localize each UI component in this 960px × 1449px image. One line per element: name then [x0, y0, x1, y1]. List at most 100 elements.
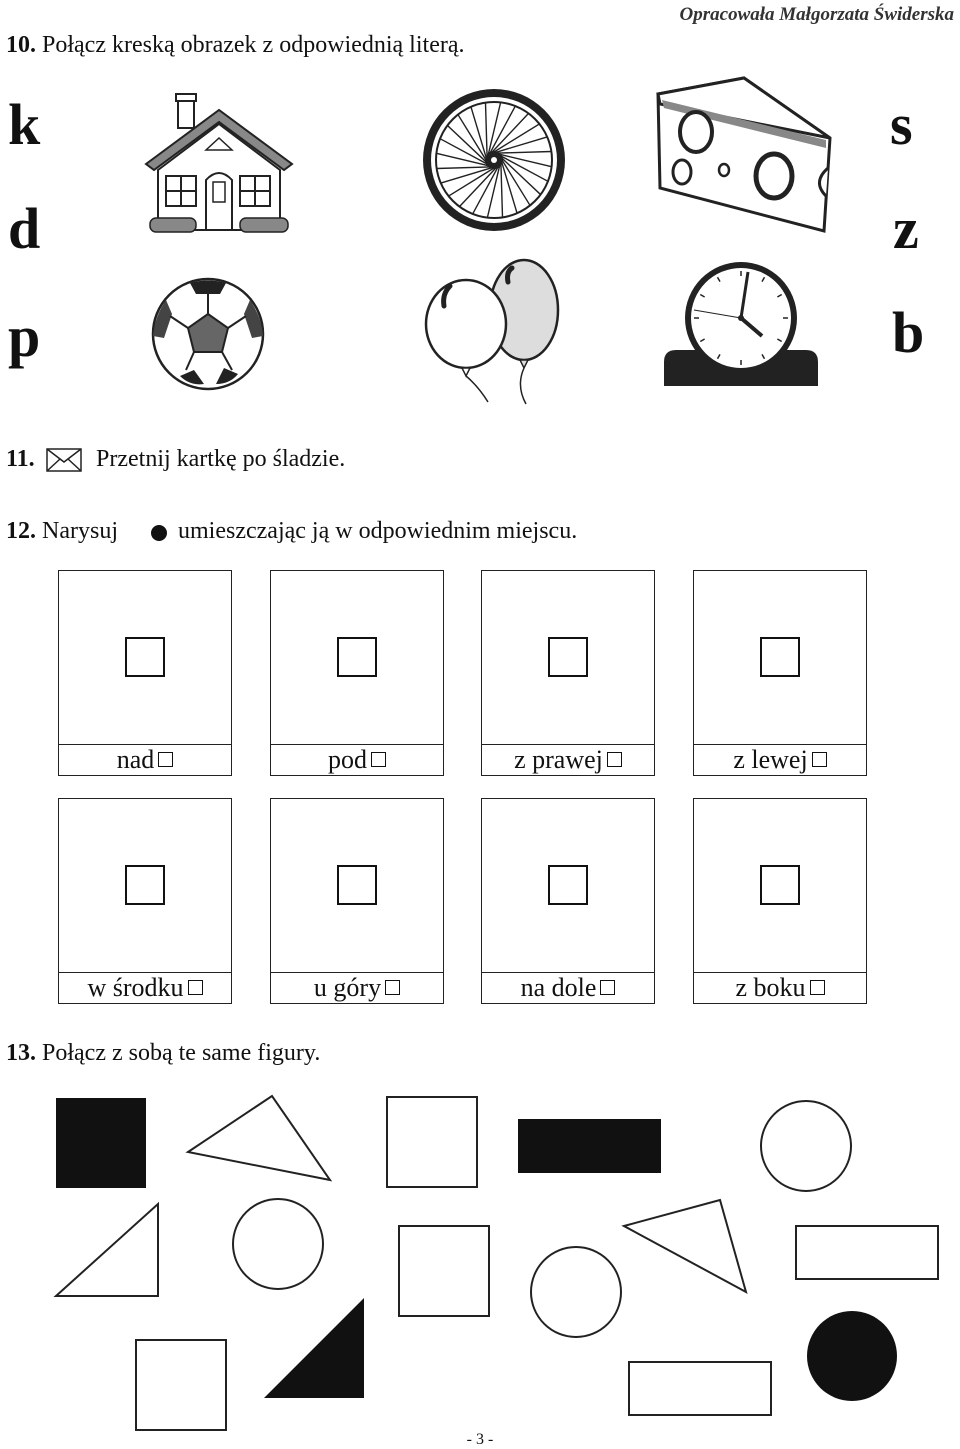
- shape-circle[interactable]: [760, 1100, 852, 1192]
- shape-rectangle[interactable]: [795, 1225, 939, 1280]
- card-na-dole[interactable]: na dole: [481, 798, 655, 1004]
- shape-triangle[interactable]: [621, 1198, 748, 1295]
- wheel-spoke: [458, 167, 497, 208]
- balloons-icon: [424, 258, 560, 405]
- clock-tick: [761, 353, 766, 360]
- shape-black-rectangle[interactable]: [518, 1119, 661, 1173]
- wheel-spoke: [501, 157, 542, 196]
- card-label: na dole: [482, 972, 654, 1003]
- small-square-icon: [606, 752, 622, 767]
- clock-tick: [716, 276, 721, 283]
- wheel-spoke: [499, 153, 552, 168]
- card-label: w środku: [59, 972, 231, 1003]
- shape-black-circle[interactable]: [807, 1311, 897, 1401]
- task-12: 12. Narysuj: [6, 518, 118, 545]
- wheel-spoke: [436, 152, 489, 167]
- letter-right-2: z: [893, 196, 919, 261]
- card-z-prawej[interactable]: z prawej: [481, 570, 655, 776]
- scissors-icon: [46, 448, 82, 472]
- wheel-spoke: [489, 105, 516, 154]
- square-box: [337, 865, 377, 905]
- square-box: [548, 865, 588, 905]
- wheel-spoke: [500, 155, 549, 182]
- card-pod[interactable]: pod: [270, 570, 444, 776]
- wheel-spoke: [500, 163, 504, 218]
- wheel-spoke: [436, 166, 491, 170]
- wheel-spoke: [448, 167, 495, 197]
- author-credit: Opracowała Małgorzata Świderska: [679, 4, 954, 25]
- wheel-spoke: [486, 165, 501, 218]
- card-z-boku[interactable]: z boku: [693, 798, 867, 1004]
- shape-triangle[interactable]: [185, 1094, 333, 1182]
- square-box: [125, 637, 165, 677]
- task-text: Połącz kreską obrazek z odpowiednią lite…: [42, 32, 465, 58]
- card-label: nad: [59, 744, 231, 775]
- wheel-spoke: [440, 167, 493, 184]
- small-square-icon: [187, 980, 203, 995]
- wheel-spoke: [484, 102, 488, 157]
- task-12-text: umieszczając ją w odpowiednim miejscu.: [178, 518, 578, 544]
- small-square-icon: [158, 752, 174, 767]
- wheel-spoke: [446, 124, 487, 163]
- shape-square[interactable]: [386, 1096, 478, 1188]
- clock-tick: [699, 338, 706, 343]
- wheel-spoke: [457, 114, 487, 161]
- clock-tick: [699, 293, 706, 298]
- wheel-spoke: [493, 123, 540, 153]
- card-label: z boku: [694, 972, 866, 1003]
- small-square-icon: [811, 752, 827, 767]
- small-square-icon: [385, 980, 401, 995]
- clock-tick: [716, 353, 721, 360]
- task-text: Połącz z sobą te same figury.: [42, 1040, 321, 1066]
- wheel-spoke: [497, 150, 552, 154]
- filled-circle-icon: [151, 525, 167, 541]
- task-number: 11.: [6, 446, 35, 472]
- card-label: z prawej: [482, 744, 654, 775]
- small-square-icon: [809, 980, 825, 995]
- task-10: 10. Połącz kreską obrazek z odpowiednią …: [6, 32, 464, 59]
- ball-icon: [151, 277, 265, 391]
- square-box: [337, 637, 377, 677]
- letter-right-1: s: [890, 92, 913, 157]
- card-label: pod: [271, 744, 443, 775]
- shape-black-right-triangle[interactable]: [264, 1298, 364, 1398]
- letter-left-3: p: [8, 304, 41, 369]
- shape-circle[interactable]: [232, 1198, 324, 1290]
- clock-tick: [761, 276, 766, 283]
- house-icon: [144, 93, 294, 233]
- letter-right-3: b: [892, 300, 925, 365]
- shape-square[interactable]: [398, 1225, 490, 1317]
- wheel-spoke: [439, 138, 488, 165]
- task-number: 13.: [6, 1040, 36, 1066]
- shape-rectangle[interactable]: [628, 1361, 772, 1416]
- page-number: - 3 -: [466, 1431, 494, 1448]
- task-11-text: Przetnij kartkę po śladzie.: [96, 446, 346, 472]
- shape-square[interactable]: [135, 1339, 227, 1431]
- clock-tick: [776, 338, 783, 343]
- card-z-lewej[interactable]: z lewej: [693, 570, 867, 776]
- small-square-icon: [600, 980, 616, 995]
- wheel-spoke: [501, 159, 531, 206]
- square-box: [548, 637, 588, 677]
- square-box: [760, 637, 800, 677]
- letter-left-1: k: [8, 92, 41, 157]
- square-box: [760, 865, 800, 905]
- wheel-spoke: [495, 136, 548, 153]
- wheel-spoke: [501, 161, 518, 214]
- wheel-spoke: [487, 102, 502, 155]
- card-nad[interactable]: nad: [58, 570, 232, 776]
- task-text: Narysuj: [42, 518, 118, 544]
- task-number: 12.: [6, 518, 36, 544]
- clock-icon: [664, 262, 818, 386]
- card-label: z lewej: [694, 744, 866, 775]
- card-w-srodku[interactable]: w środku: [58, 798, 232, 1004]
- clock-tick: [776, 293, 783, 298]
- shapes-area: [53, 1094, 939, 1431]
- card-u-gory[interactable]: u góry: [270, 798, 444, 1004]
- shape-black-square[interactable]: [56, 1098, 146, 1188]
- wheel-spoke: [472, 166, 499, 215]
- task-13: 13. Połącz z sobą te same figury.: [6, 1040, 320, 1067]
- shape-circle[interactable]: [530, 1246, 622, 1338]
- task-number: 10.: [6, 32, 36, 58]
- shape-right-triangle[interactable]: [53, 1201, 159, 1297]
